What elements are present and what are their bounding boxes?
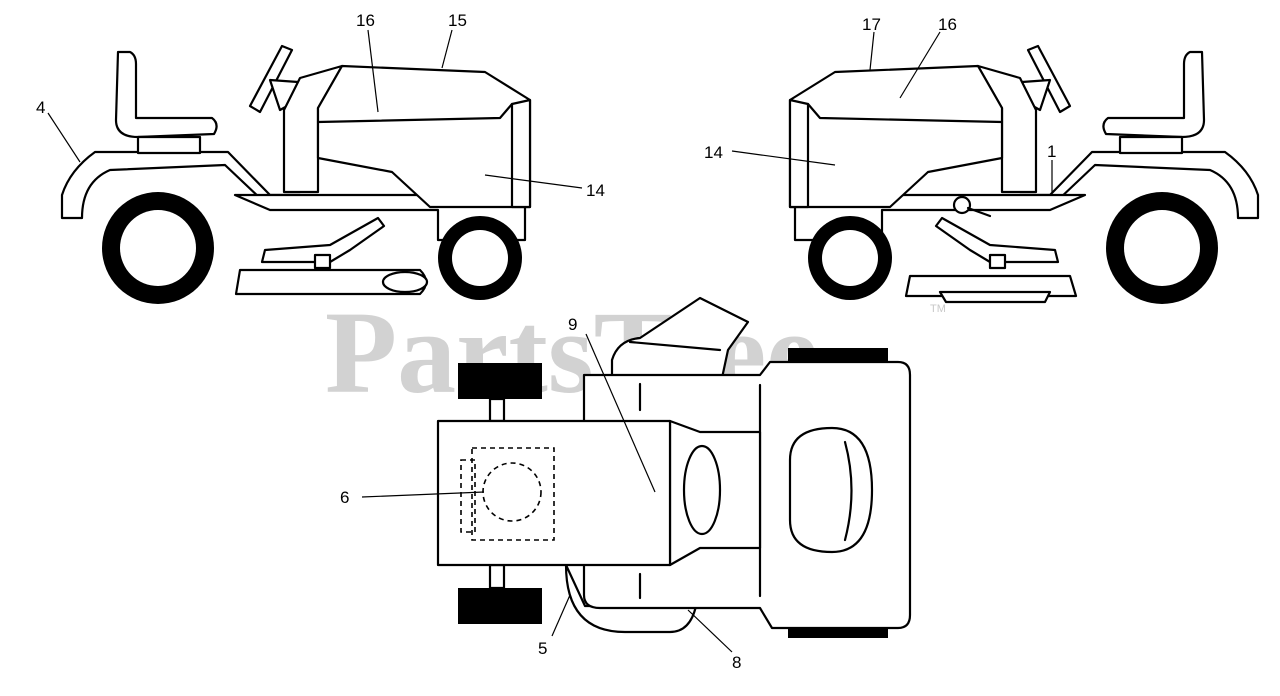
right-deck-skirt bbox=[938, 290, 1052, 304]
top-axle-lower bbox=[488, 563, 506, 590]
top-steering-wheel bbox=[682, 444, 722, 536]
callout-left-4: 4 bbox=[36, 98, 45, 117]
callout-top-8: 8 bbox=[732, 653, 741, 672]
callout-top-5: 5 bbox=[538, 639, 547, 658]
top-front-wheel-upper bbox=[458, 363, 542, 399]
right-footrest bbox=[934, 216, 1060, 264]
top-mower-deck bbox=[564, 563, 698, 634]
callout-right-1: 1 bbox=[1047, 142, 1056, 161]
top-front-wheel-lower bbox=[458, 588, 542, 624]
left-hood bbox=[316, 64, 532, 209]
callout-right-17: 17 bbox=[862, 15, 881, 34]
callout-left-15: 15 bbox=[448, 11, 467, 30]
left-front-hub bbox=[452, 230, 508, 286]
left-grille bbox=[510, 98, 532, 209]
left-deck-chute bbox=[381, 270, 429, 294]
top-seat-back bbox=[843, 440, 853, 542]
right-rear-hub bbox=[1124, 210, 1200, 286]
right-hood bbox=[788, 64, 1004, 209]
left-seat-base bbox=[136, 135, 202, 155]
callout-right-14: 14 bbox=[704, 143, 723, 162]
right-front-hub bbox=[822, 230, 878, 286]
top-chute-edge bbox=[628, 340, 722, 352]
right-hood-crease bbox=[806, 102, 1004, 124]
top-engine-side bbox=[460, 459, 476, 533]
right-grille bbox=[788, 98, 810, 209]
right-seat-base bbox=[1118, 135, 1184, 155]
right-lever bbox=[966, 206, 992, 218]
left-rear-hub bbox=[120, 210, 196, 286]
tractor-right-side-view bbox=[731, 31, 1260, 304]
callout-right-16: 16 bbox=[938, 15, 957, 34]
left-footrest bbox=[260, 216, 386, 264]
callout-labels: 4 16 15 14 17 16 14 1 9 6 5 8 bbox=[36, 11, 1056, 672]
top-axle-upper bbox=[488, 397, 506, 423]
callout-left-14: 14 bbox=[586, 181, 605, 200]
callout-left-16: 16 bbox=[356, 11, 375, 30]
right-pedal-mount bbox=[988, 253, 1007, 270]
left-hood-crease bbox=[316, 102, 514, 124]
top-rear-wheel-upper bbox=[788, 348, 888, 364]
left-pedal-mount bbox=[313, 253, 332, 270]
callout-top-9: 9 bbox=[568, 315, 577, 334]
right-lever-knob bbox=[952, 195, 972, 215]
watermark-trademark: TM bbox=[930, 303, 946, 315]
tractor-top-view bbox=[361, 296, 912, 653]
tractor-left-side-view bbox=[47, 29, 583, 304]
top-discharge-chute bbox=[610, 296, 750, 380]
left-seat bbox=[114, 50, 218, 139]
top-engine-outline bbox=[471, 447, 555, 541]
right-seat bbox=[1102, 50, 1206, 139]
top-seat bbox=[788, 426, 874, 554]
callout-top-6: 6 bbox=[340, 488, 349, 507]
